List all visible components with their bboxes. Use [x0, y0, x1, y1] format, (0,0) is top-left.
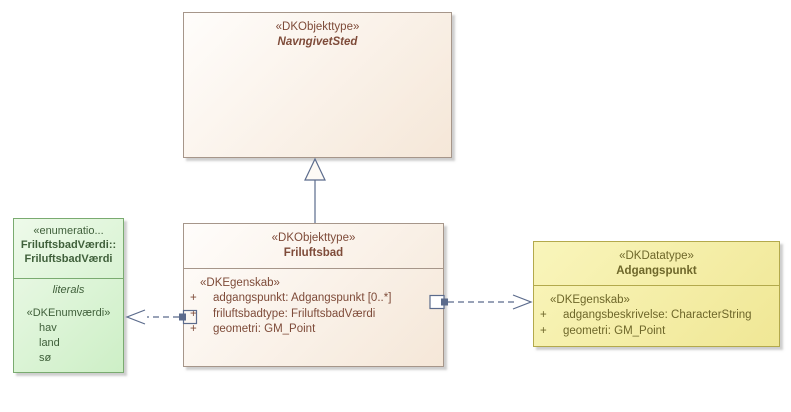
- attribute-row-adgangsbeskrivelse[interactable]: + adgangsbeskrivelse: CharacterString: [534, 308, 779, 324]
- attribute-text: adgangsbeskrivelse: CharacterString: [563, 309, 752, 321]
- attribute-row-adgangspunkt[interactable]: + adgangspunkt: Adgangspunkt [0..*]: [184, 291, 443, 307]
- attribute-text: geometri: GM_Point: [563, 324, 666, 337]
- attribute-text: adgangspunkt: Adgangspunkt [0..*]: [213, 292, 392, 304]
- class-name: NavngivetSted: [277, 36, 358, 48]
- attribute-row-geometri[interactable]: + geometri: GM_Point: [534, 324, 779, 340]
- class-name: Friluftsbad: [283, 247, 344, 259]
- dependency-connector-adgangspunkt[interactable]: [429, 294, 533, 310]
- datatype-box-adgangspunkt[interactable]: «DKDatatype» Adgangspunkt «DKEgenskab» +…: [533, 241, 780, 347]
- visibility-marker: +: [190, 307, 197, 320]
- enumeration-name-line2: FriluftsbadVærdi: [24, 253, 113, 265]
- class-header-navngivetsted: «DKObjekttype» NavngivetSted: [184, 13, 451, 50]
- literal-row-hav[interactable]: hav: [39, 322, 57, 334]
- attribute-text: friluftsbadtype: FriluftsbadVærdi: [213, 307, 376, 320]
- class-header-friluftsbad: «DKObjekttype» Friluftsbad: [184, 224, 443, 269]
- visibility-marker: +: [540, 309, 547, 321]
- stereotype-label: «DKDatatype»: [619, 250, 694, 262]
- datatype-header: «DKDatatype» Adgangspunkt: [534, 242, 779, 286]
- attribute-row-friluftsbadtype[interactable]: + friluftsbadtype: FriluftsbadVærdi: [184, 307, 443, 323]
- literal-compartment: literals «DKEnumværdi» hav land sø: [14, 279, 123, 366]
- class-box-friluftsbad[interactable]: «DKObjekttype» Friluftsbad «DKEgenskab» …: [183, 223, 444, 367]
- datatype-name: Adgangspunkt: [616, 265, 697, 277]
- open-arrowhead-right: [512, 294, 533, 310]
- literal-row-so[interactable]: sø: [39, 352, 52, 364]
- literal-stereotype-label: «DKEnumværdi»: [26, 307, 111, 319]
- stereotype-label: «DKObjekttype»: [275, 21, 360, 33]
- attribute-section-label: «DKEgenskab»: [550, 294, 630, 306]
- literal-row-land[interactable]: land: [39, 337, 60, 349]
- generalization-triangle-arrowhead: [304, 157, 326, 181]
- visibility-marker: +: [190, 323, 197, 335]
- visibility-marker: +: [540, 324, 547, 337]
- enumeration-header: «enumeratio... FriluftsbadVærdi:: Friluf…: [14, 219, 123, 279]
- generalization-connector[interactable]: [304, 157, 326, 223]
- attribute-row-geometri[interactable]: + geometri: GM_Point: [184, 322, 443, 338]
- stereotype-label: «enumeratio...: [33, 225, 104, 237]
- class-box-navngivetsted[interactable]: «DKObjekttype» NavngivetSted: [183, 12, 452, 158]
- enumeration-box-friluftsbadvaerdi[interactable]: «enumeratio... FriluftsbadVærdi:: Friluf…: [13, 218, 124, 373]
- attribute-section-label: «DKEgenskab»: [200, 277, 280, 289]
- literals-section-label: literals: [52, 284, 85, 296]
- enumeration-name-line1: FriluftsbadVærdi::: [20, 239, 117, 251]
- attribute-compartment: «DKEgenskab» + adgangspunkt: Adgangspunk…: [184, 269, 443, 338]
- attribute-compartment: «DKEgenskab» + adgangsbeskrivelse: Chara…: [534, 286, 779, 339]
- visibility-marker: +: [190, 292, 197, 304]
- attribute-text: geometri: GM_Point: [213, 323, 316, 335]
- stereotype-label: «DKObjekttype»: [271, 232, 356, 244]
- open-arrowhead-left: [125, 309, 146, 325]
